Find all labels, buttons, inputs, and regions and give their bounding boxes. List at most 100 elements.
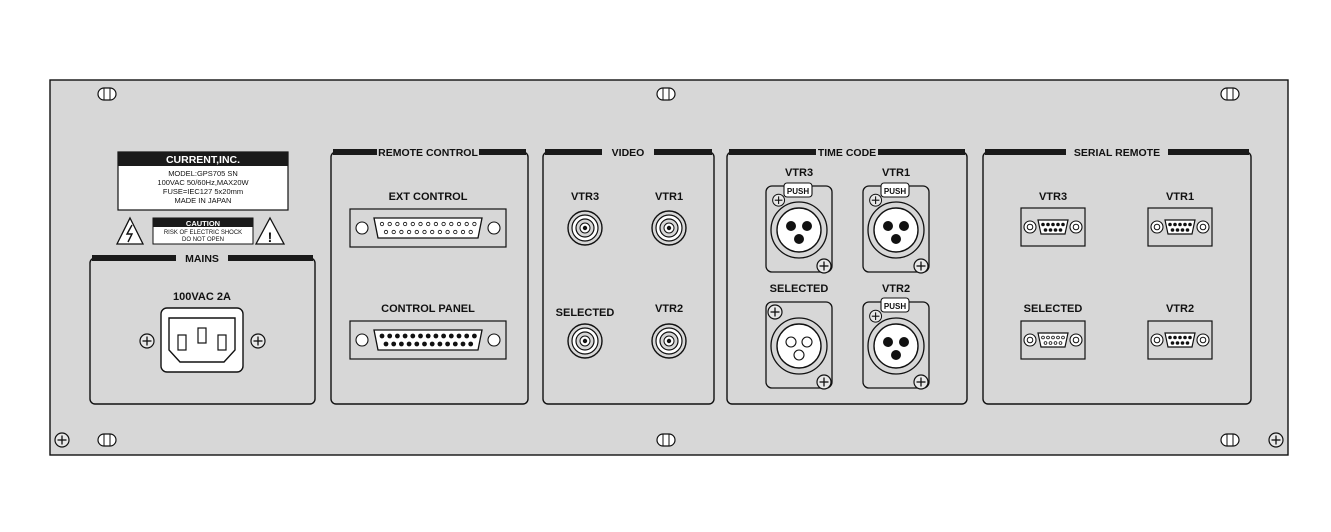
tc-vtr1-label: VTR1 <box>882 167 910 179</box>
connector-pin <box>418 221 423 227</box>
tc-selected-label: SELECTED <box>770 283 829 295</box>
time-code-section: TIME CODE VTR3 VTR1 SELECTED VTR2 PUSH P… <box>726 146 968 405</box>
serial-remote-section: SERIAL REMOTE VTR3 VTR1 SELECTED VTR2 <box>982 146 1252 405</box>
tc-selected-xlr[interactable] <box>766 302 832 389</box>
connector-pin <box>471 333 477 339</box>
control-panel-connector[interactable] <box>349 320 507 360</box>
connector-pin <box>1188 222 1192 227</box>
connector-pin <box>460 229 466 235</box>
connector-pin <box>1170 228 1175 232</box>
connector-pin <box>1043 341 1048 345</box>
tc-vtr3-xlr[interactable] <box>766 186 832 273</box>
screw-icon <box>139 333 155 349</box>
connector-pin <box>406 229 412 235</box>
brand-label: CURRENT,INC. MODEL:GPS705 SN 100VAC 50/6… <box>117 151 289 211</box>
connector-pin <box>1051 222 1055 227</box>
connector-pin <box>1061 335 1065 340</box>
connector-pin <box>425 333 431 339</box>
connector-pin <box>414 229 419 235</box>
remote-control-section: REMOTE CONTROL EXT CONTROL CONTROL PANEL <box>330 146 529 405</box>
video-vtr3-bnc[interactable] <box>567 210 603 246</box>
caution-label: CAUTION RISK OF ELECTRIC SHOCK DO NOT OP… <box>115 216 286 245</box>
connector-pin <box>1053 341 1058 345</box>
caution-line1: RISK OF ELECTRIC SHOCK <box>164 230 242 236</box>
connector-pin <box>445 341 451 347</box>
sr-selected-label: SELECTED <box>1024 303 1083 315</box>
connector-pin <box>1175 228 1180 232</box>
connector-pin <box>433 333 439 339</box>
video-vtr1-bnc[interactable] <box>651 210 687 246</box>
connector-pin <box>1058 228 1063 232</box>
connector-pin <box>1183 222 1187 227</box>
model-line: MODEL:GPS705 SN <box>168 169 238 178</box>
video-vtr3-label: VTR3 <box>571 191 599 203</box>
video-selected-bnc[interactable] <box>567 323 603 359</box>
connector-pin <box>1051 335 1055 340</box>
connector-pin <box>1061 222 1065 227</box>
mains-title: MAINS <box>185 253 219 265</box>
connector-pin <box>464 333 470 339</box>
push-tab: PUSH <box>880 182 910 198</box>
video-vtr2-bnc[interactable] <box>651 323 687 359</box>
tc-vtr2-xlr[interactable] <box>863 302 929 389</box>
rack-hole-icon <box>656 87 676 101</box>
sr-vtr3-label: VTR3 <box>1039 191 1067 203</box>
sr-vtr3-db9[interactable] <box>1020 207 1086 247</box>
screw-icon <box>54 432 70 448</box>
sr-vtr2-label: VTR2 <box>1166 303 1194 315</box>
tc-vtr1-xlr[interactable] <box>863 186 929 273</box>
svg-text:!: ! <box>268 229 273 245</box>
connector-pin <box>1183 335 1187 340</box>
connector-pin <box>1056 335 1060 340</box>
video-vtr1-label: VTR1 <box>655 191 683 203</box>
connector-pin <box>410 221 415 227</box>
video-title: VIDEO <box>612 147 645 159</box>
caution-title: CAUTION <box>186 219 220 228</box>
connector-pin <box>383 341 389 347</box>
connector-pin <box>399 229 404 235</box>
connector-pin <box>1058 341 1063 345</box>
screw-icon <box>1268 432 1284 448</box>
connector-pin <box>452 341 458 347</box>
connector-pin <box>418 333 423 339</box>
connector-pin <box>445 229 450 235</box>
video-section: VIDEO VTR3 VTR1 SELECTED VTR2 <box>542 146 715 405</box>
connector-pin <box>394 333 400 339</box>
connector-pin <box>402 333 408 339</box>
connector-pin <box>1048 341 1053 345</box>
connector-pin <box>1168 222 1172 227</box>
company-name: CURRENT,INC. <box>166 154 240 166</box>
push-label: PUSH <box>787 187 809 196</box>
rack-hole-icon <box>97 433 117 447</box>
connector-pin <box>402 221 408 227</box>
rack-hole-icon <box>97 87 117 101</box>
connector-pin <box>441 333 447 339</box>
connector-pin <box>379 333 385 339</box>
connector-pin <box>437 341 443 347</box>
sr-vtr1-db9[interactable] <box>1147 207 1213 247</box>
connector-pin <box>437 229 442 235</box>
connector-pin <box>456 221 462 227</box>
connector-pin <box>391 341 397 347</box>
serial-remote-title: SERIAL REMOTE <box>1074 147 1160 159</box>
connector-pin <box>414 341 420 347</box>
connector-pin <box>1170 341 1175 345</box>
rack-hole-icon <box>656 433 676 447</box>
sr-vtr2-db9[interactable] <box>1147 320 1213 360</box>
connector-pin <box>1056 222 1060 227</box>
mains-rating: 100VAC 2A <box>173 291 231 303</box>
push-tab: PUSH <box>783 182 813 198</box>
connector-pin <box>1173 222 1177 227</box>
screw-icon <box>250 333 266 349</box>
connector-pin <box>379 221 385 227</box>
tc-vtr2-label: VTR2 <box>882 283 910 295</box>
connector-pin <box>1188 335 1192 340</box>
connector-pin <box>1053 228 1058 232</box>
iec-power-inlet[interactable] <box>160 307 244 373</box>
ext-control-connector[interactable] <box>349 208 507 248</box>
power-line: 100VAC 50/60Hz,MAX20W <box>157 178 249 187</box>
push-label: PUSH <box>884 302 906 311</box>
remote-control-title: REMOTE CONTROL <box>378 147 478 159</box>
sr-selected-db9[interactable] <box>1020 320 1086 360</box>
rack-hole-icon <box>1220 87 1240 101</box>
